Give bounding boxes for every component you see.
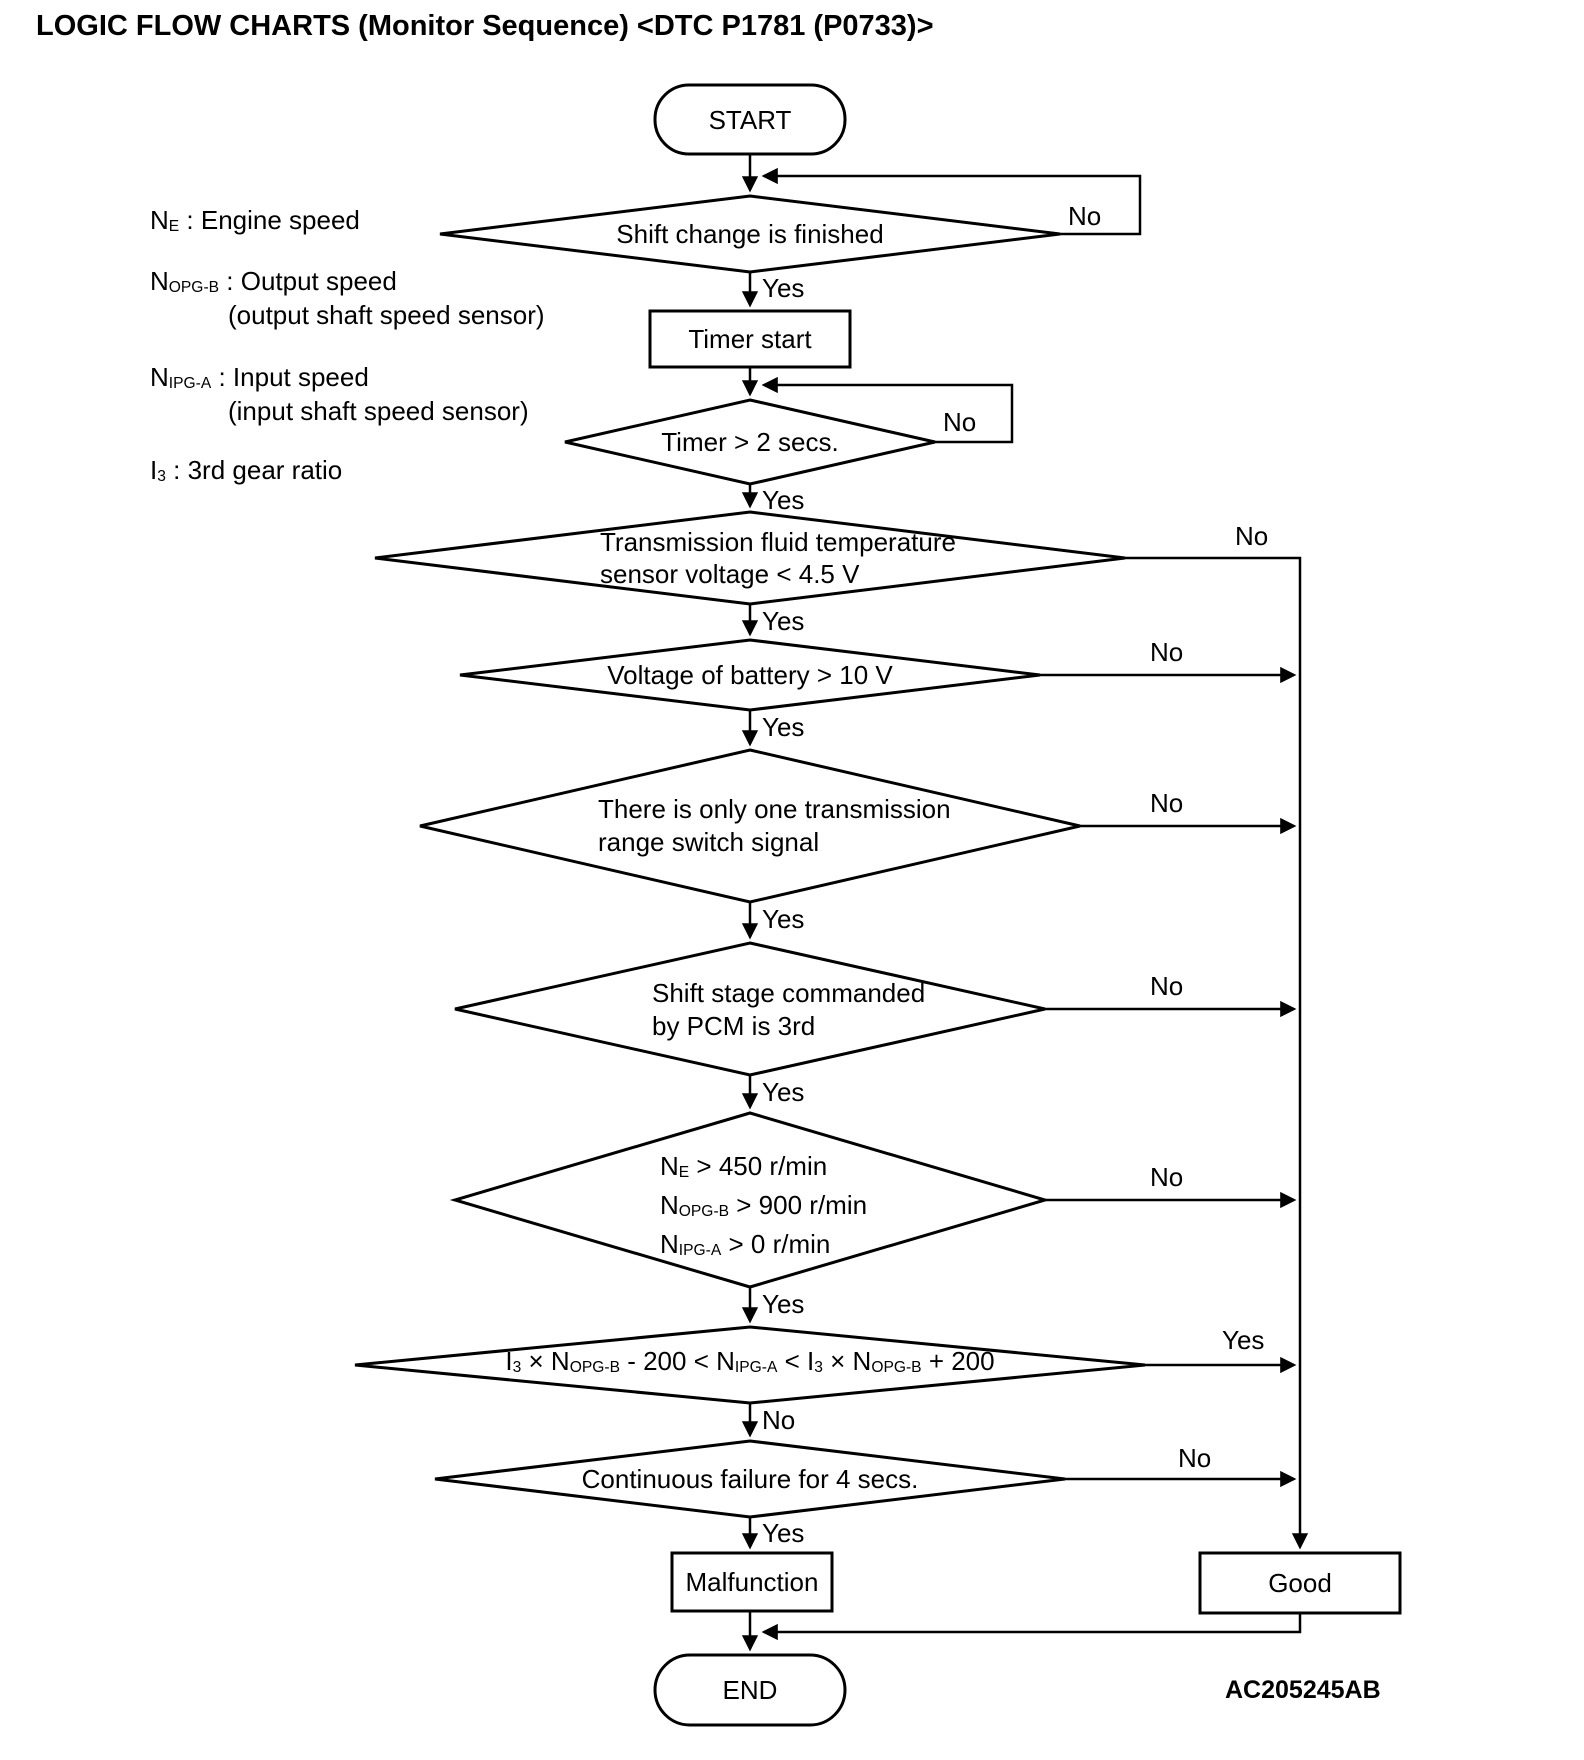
decision-speeds <box>449 1111 1051 1289</box>
edge-label-no-formula: No <box>762 1405 796 1435</box>
legend-input-speed-note: (input shaft speed sensor) <box>228 396 529 426</box>
edge-label-no-shift-stage: No <box>1150 971 1184 1001</box>
edge-label-yes-shift-change: Yes <box>762 273 805 303</box>
decision-fluid-temp <box>374 510 1126 606</box>
edge-label-yes-failure: Yes <box>762 1518 805 1548</box>
edge-label-no-timer-check: No <box>943 407 977 437</box>
decision-battery-voltage <box>459 638 1041 712</box>
edge-label-yes-range-switch: Yes <box>762 904 805 934</box>
decision-shift-change <box>439 194 1061 274</box>
edge-label-no-range-switch: No <box>1150 788 1184 818</box>
edge-label-yes-speeds: Yes <box>762 1289 805 1319</box>
legend-engine-speed: NE : Engine speed <box>150 205 360 236</box>
page-title: LOGIC FLOW CHARTS (Monitor Sequence) <DT… <box>36 10 934 42</box>
battery-voltage-label: Voltage of battery > 10 V <box>607 660 893 690</box>
decision-gear-ratio-formula <box>354 1325 1146 1405</box>
good-label: Good <box>1268 1568 1332 1598</box>
legend-gear-ratio: I3 : 3rd gear ratio <box>150 455 343 486</box>
shift-change-label: Shift change is finished <box>616 219 884 249</box>
timer-check-label: Timer > 2 secs. <box>661 427 839 457</box>
legend-output-speed-note: (output shaft speed sensor) <box>228 300 545 330</box>
end-terminal <box>653 1653 847 1727</box>
decision-timer-check <box>564 398 936 486</box>
gear-ratio-formula-label: I3 × NOPG-B - 200 < NIPG-A < I3 × NOPG-B… <box>505 1346 995 1377</box>
edge-label-no-battery: No <box>1150 637 1184 667</box>
decision-continuous-failure <box>434 1439 1066 1519</box>
connector-shift-change-no-loop <box>761 167 1142 236</box>
edge-label-yes-timer-check: Yes <box>762 485 805 515</box>
decision-range-switch <box>419 748 1081 904</box>
edge-label-no-failure: No <box>1178 1443 1212 1473</box>
decision-shift-stage <box>454 941 1046 1077</box>
process-good <box>1198 1551 1402 1615</box>
malfunction-label: Malfunction <box>685 1567 819 1597</box>
connector-timer-check-no-loop <box>761 376 1014 444</box>
timer-start-label: Timer start <box>688 324 812 354</box>
edge-label-yes-formula: Yes <box>1222 1325 1265 1355</box>
end-label: END <box>722 1675 778 1705</box>
edge-label-yes-fluid-temp: Yes <box>762 606 805 636</box>
edge-label-no-fluid-temp: No <box>1235 521 1269 551</box>
edge-label-no-speeds: No <box>1150 1162 1184 1192</box>
legend-output-speed: NOPG-B : Output speed <box>150 266 397 297</box>
connector-fluid-temp-no-to-good <box>1125 556 1309 1550</box>
edge-label-yes-shift-stage: Yes <box>762 1077 805 1107</box>
start-label: START <box>708 104 792 135</box>
process-timer-start <box>648 309 852 369</box>
figure-code: AC205245AB <box>1225 1676 1381 1704</box>
connector-good-to-end-merge <box>761 1613 1302 1641</box>
continuous-failure-label: Continuous failure for 4 secs. <box>581 1464 919 1494</box>
start-terminal <box>653 83 847 156</box>
edge-label-yes-battery: Yes <box>762 712 805 742</box>
legend-input-speed: NIPG-A : Input speed <box>150 362 369 393</box>
process-malfunction <box>670 1551 834 1613</box>
edge-label-no-shift-change: No <box>1068 201 1102 231</box>
